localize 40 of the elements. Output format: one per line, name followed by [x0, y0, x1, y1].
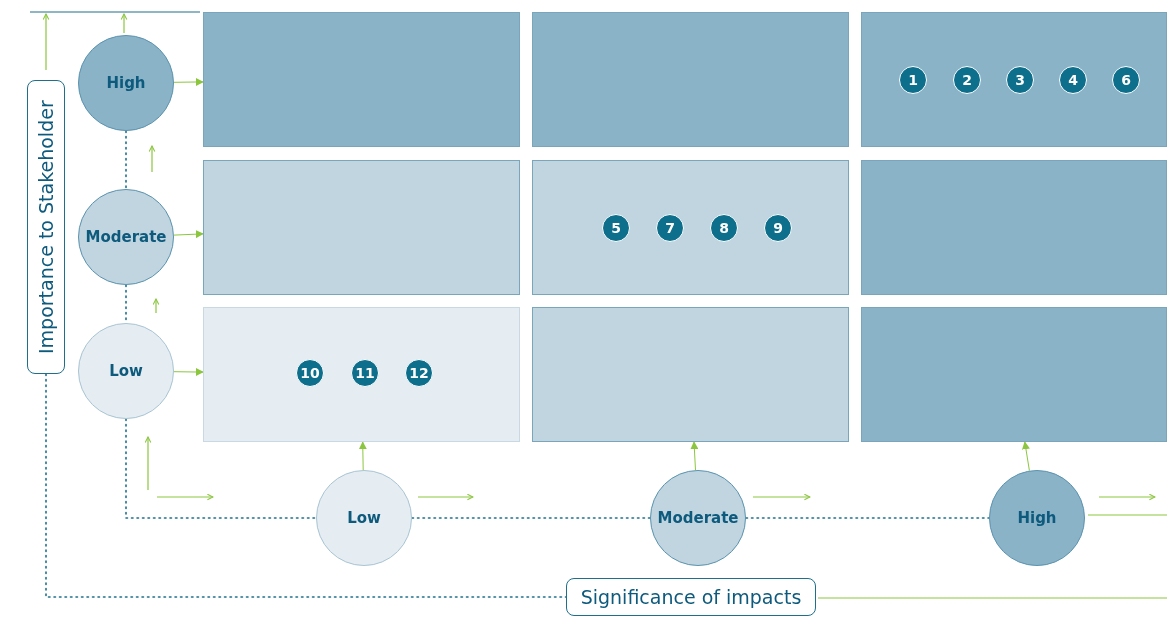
axis-title: Importance to Stakeholder	[27, 80, 65, 374]
level-circle: High	[989, 470, 1085, 566]
numbered-marker: 8	[710, 214, 738, 242]
matrix-cell	[203, 160, 520, 295]
numbered-marker: 3	[1006, 66, 1034, 94]
dotted-line	[125, 418, 317, 519]
numbered-marker: 6	[1112, 66, 1140, 94]
matrix-cell	[532, 307, 849, 442]
numbered-marker: 7	[656, 214, 684, 242]
matrix-cell	[861, 12, 1167, 147]
arrow	[173, 368, 204, 376]
matrix-cell	[861, 307, 1167, 442]
level-circle: Moderate	[650, 470, 746, 566]
level-circle: Low	[316, 470, 412, 566]
numbered-marker: 11	[351, 359, 379, 387]
numbered-marker: 4	[1059, 66, 1087, 94]
numbered-marker: 9	[764, 214, 792, 242]
numbered-marker: 12	[405, 359, 433, 387]
dotted-line	[411, 517, 651, 519]
matrix-cell	[532, 160, 849, 295]
matrix-cell	[203, 307, 520, 442]
numbered-marker: 2	[953, 66, 981, 94]
numbered-marker: 1	[899, 66, 927, 94]
dotted-line	[45, 373, 567, 598]
axis-title: Significance of impacts	[566, 578, 816, 616]
level-circle: Low	[78, 323, 174, 419]
level-circle: Moderate	[78, 189, 174, 285]
arrow	[690, 441, 699, 471]
numbered-marker: 10	[296, 359, 324, 387]
arrow	[358, 441, 367, 471]
level-circle: High	[78, 35, 174, 131]
matrix-cell	[532, 12, 849, 147]
dotted-line	[745, 517, 990, 519]
arrow	[173, 230, 204, 239]
numbered-marker: 5	[602, 214, 630, 242]
dotted-line	[125, 130, 127, 190]
arrow	[173, 78, 204, 86]
matrix-cell	[861, 160, 1167, 295]
arrow	[1022, 441, 1030, 472]
matrix-cell	[203, 12, 520, 147]
